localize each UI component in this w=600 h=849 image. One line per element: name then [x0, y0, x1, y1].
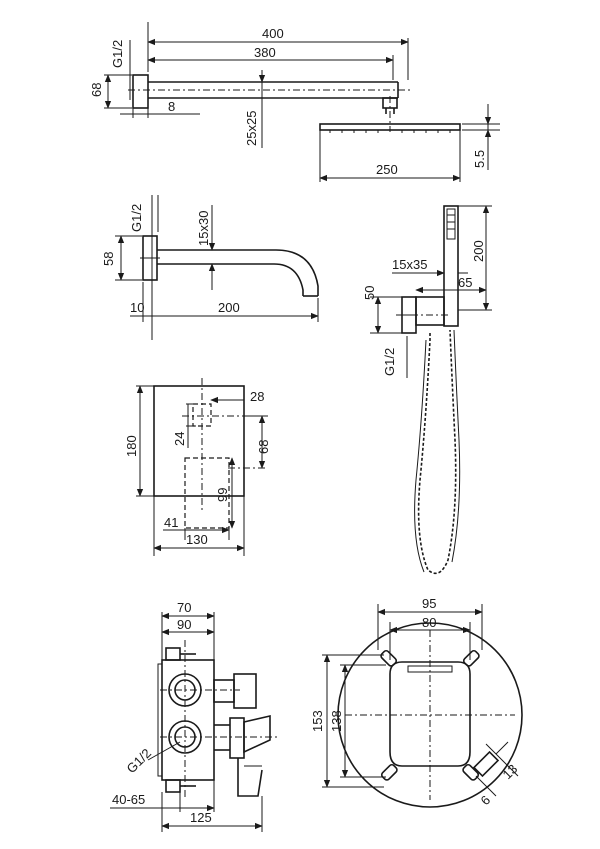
shower-head-view: 250 5.5: [319, 104, 500, 182]
handshower-handle: [443, 205, 459, 327]
dim-spout-flange: 10: [130, 300, 144, 315]
hose-bracket: [415, 296, 445, 326]
dim-handshower-handle: 15x35: [392, 257, 427, 272]
box-view: 24 28 68 99 180 41 130: [124, 378, 271, 556]
dim-arm-thread: G1/2: [110, 40, 125, 68]
dim-box-top-square: 24: [172, 432, 187, 446]
dim-valve-inner: 90: [177, 617, 191, 632]
box-body: [184, 457, 230, 529]
mounting-slots: [380, 649, 480, 781]
hose: [417, 329, 457, 575]
spout-view: G1/2 15x30 58 10 200: [101, 195, 319, 340]
dim-faceplate-outer-height: 153: [310, 710, 325, 732]
faceplate-view: 95 80 153 138 13 6: [310, 596, 523, 808]
dim-head-thickness: 5.5: [472, 150, 487, 168]
dim-faceplate-slot-depth: 6: [478, 792, 494, 808]
dim-spout-length: 200: [218, 300, 240, 315]
dim-arm-400: 400: [262, 26, 284, 41]
dim-arm-380: 380: [254, 45, 276, 60]
valve-body: [161, 659, 215, 781]
shower-arm-view: 400 380 G1/2 68 8 25x25: [89, 22, 410, 148]
dim-spout-thread: G1/2: [129, 204, 144, 232]
dim-faceplate-outer-width: 95: [422, 596, 436, 611]
dim-box-body-height: 99: [215, 488, 230, 502]
dim-valve-depth-range: 40-65: [112, 792, 145, 807]
dim-spout-section: 15x30: [196, 211, 211, 246]
dim-handshower-length: 200: [471, 240, 486, 262]
dim-valve-total: 125: [190, 810, 212, 825]
dim-box-body-width: 41: [164, 515, 178, 530]
dim-arm-section: 25x25: [244, 111, 259, 146]
box-top-square: [192, 403, 212, 427]
dim-box-spacing: 68: [256, 440, 271, 454]
dim-box-width: 130: [186, 532, 208, 547]
dim-valve-outer: 70: [177, 600, 191, 615]
dim-valve-thread: G1/2: [124, 746, 155, 777]
dim-head-width: 250: [376, 162, 398, 177]
dim-handshower-bracket: 50: [362, 286, 377, 300]
faceplate-rect: [389, 661, 471, 767]
dim-box-height: 180: [124, 435, 139, 457]
dim-faceplate-slot: 13: [500, 761, 521, 782]
wall-flange: [132, 74, 149, 109]
dim-arm-height: 68: [89, 83, 104, 97]
dim-spout-height: 58: [101, 252, 116, 266]
dim-faceplate-inner-height: 138: [329, 710, 344, 732]
box-outline: [153, 385, 245, 497]
valve-side-view: 70 90 G1/2 40-65 125: [110, 600, 280, 832]
nozzle-row: [329, 130, 451, 133]
dim-faceplate-inner-width: 80: [422, 615, 436, 630]
dim-handshower-depth: 65: [458, 275, 472, 290]
handshower-view: 200 15x35 65 50 G1/2: [362, 205, 492, 575]
dim-handshower-thread: G1/2: [382, 348, 397, 376]
dim-box-top-offset: 28: [250, 389, 264, 404]
dim-arm-flange: 8: [168, 99, 175, 114]
faceplate-circle: [337, 622, 523, 808]
